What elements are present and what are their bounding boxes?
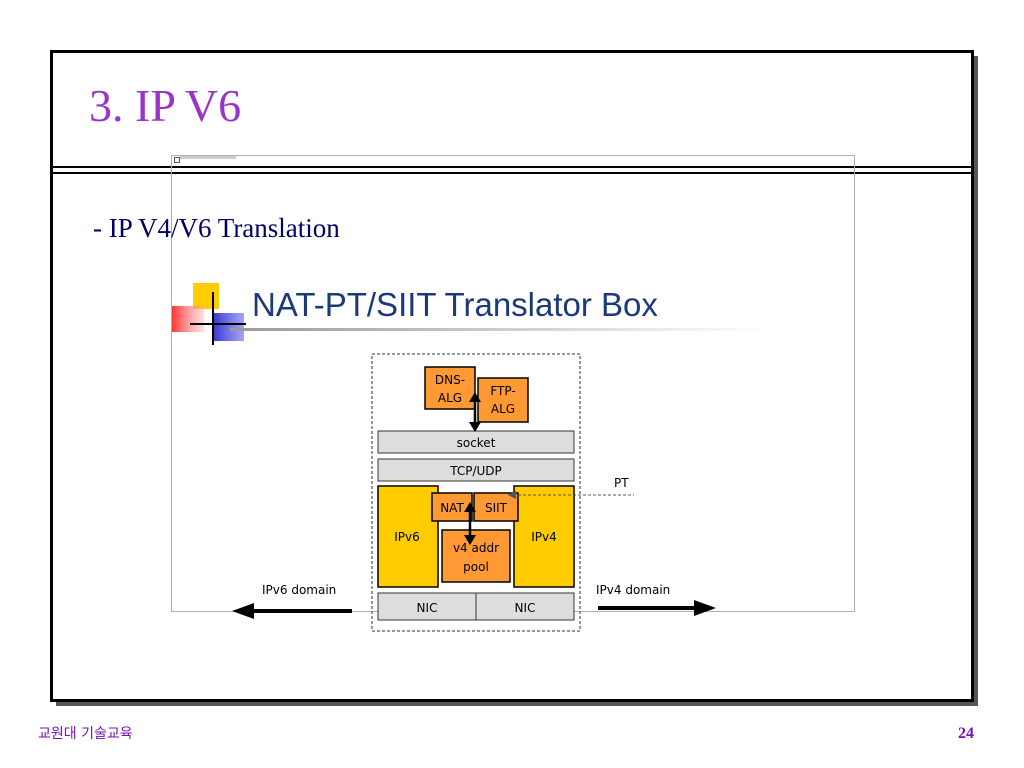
ipv6-stack-box: IPv6 (377, 485, 439, 588)
svg-text:IPv6: IPv6 (394, 530, 420, 544)
figure-heading: NAT-PT/SIIT Translator Box (252, 286, 658, 323)
svg-text:v4 addr: v4 addr (453, 541, 499, 555)
title-rule-bottom (53, 172, 971, 174)
nat-box: NAT (431, 492, 473, 522)
svg-text:FTP-: FTP- (490, 384, 515, 398)
svg-text:DNS-: DNS- (435, 373, 465, 387)
ipv6-domain-arrow: IPv6 domain (232, 583, 352, 619)
title-rule-top (53, 166, 971, 168)
ipv6-domain-label: IPv6 domain (262, 583, 336, 597)
embedded-object-marker (174, 157, 180, 163)
svg-text:IPv4: IPv4 (531, 530, 557, 544)
ipv4-stack-box: IPv4 (513, 485, 575, 588)
translator-box-outline (371, 353, 581, 632)
svg-text:ALG: ALG (491, 402, 515, 416)
pt-label: PT (614, 476, 629, 490)
footer-organization: 교원대 기술교육 (38, 726, 133, 742)
nic-layer: NIC NIC (377, 592, 575, 621)
svg-text:SIIT: SIIT (485, 501, 508, 515)
nat-pool-arrow (464, 502, 476, 545)
slide-subtitle: - IP V4/V6 Translation (93, 213, 340, 243)
page-number: 24 (958, 725, 974, 742)
ipv4-domain-arrow: IPv4 domain (596, 583, 716, 616)
siit-box: SIIT (473, 492, 519, 522)
ftp-alg-box: FTP- ALG (477, 377, 529, 423)
slide-title: 3. IP V6 (89, 80, 242, 131)
dns-alg-box: DNS- ALG (424, 366, 476, 410)
pt-pointer: PT (508, 476, 634, 499)
nic-right-label: NIC (515, 601, 536, 615)
svg-text:NAT: NAT (440, 501, 464, 515)
nic-left-label: NIC (417, 601, 438, 615)
figure-heading-underline (230, 328, 770, 331)
ipv4-domain-label: IPv4 domain (596, 583, 670, 597)
tcp-udp-layer: TCP/UDP (377, 458, 575, 482)
svg-text:ALG: ALG (438, 391, 462, 405)
alg-socket-arrow (469, 392, 481, 432)
v4-address-pool-box: v4 addr pool (441, 529, 511, 583)
socket-layer: socket (377, 430, 575, 454)
svg-text:socket: socket (457, 436, 496, 450)
svg-text:pool: pool (463, 560, 489, 574)
heading-logo-icon (172, 283, 246, 345)
embedded-object-caption (180, 156, 236, 159)
svg-text:TCP/UDP: TCP/UDP (449, 464, 502, 478)
